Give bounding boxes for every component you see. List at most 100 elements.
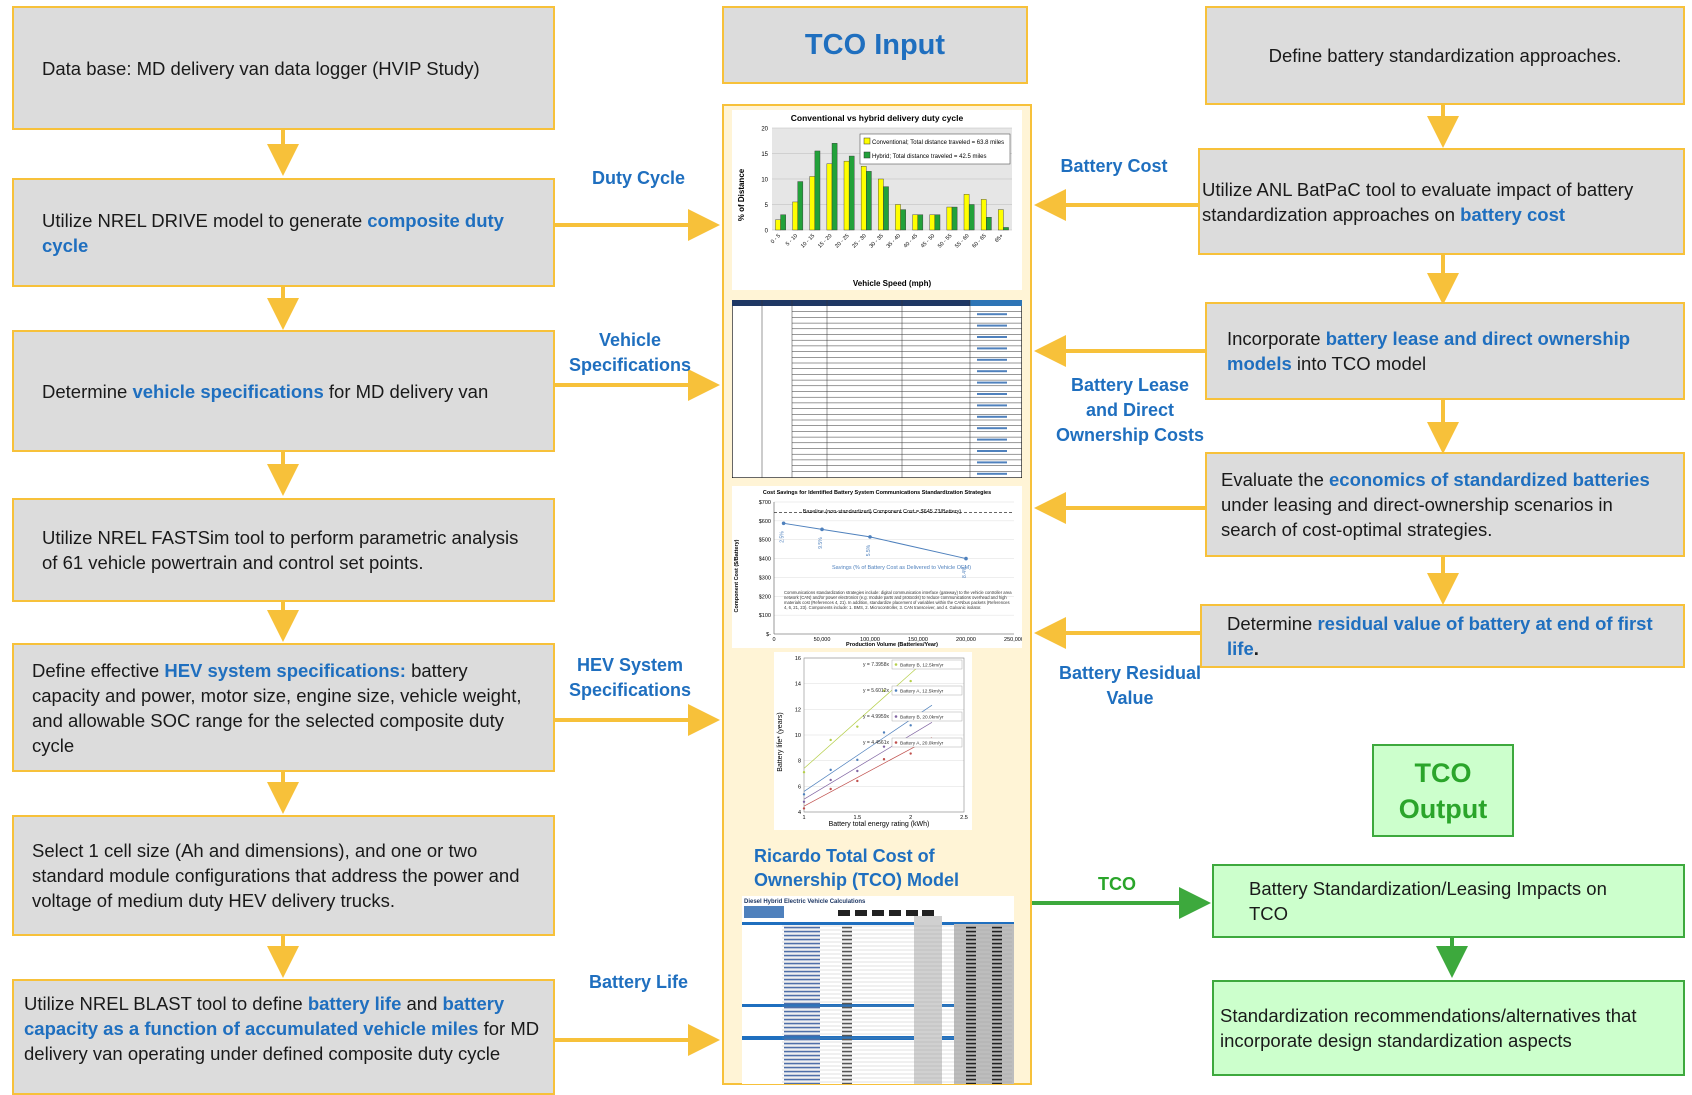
sheet-cell bbox=[842, 970, 852, 973]
plot-frame bbox=[803, 657, 965, 813]
sheet-cell bbox=[784, 966, 820, 969]
sheet-cell bbox=[992, 1006, 1002, 1009]
tco-input-title: TCO Input bbox=[804, 28, 946, 61]
point-label: 5.5% bbox=[866, 544, 872, 556]
output-text: Battery Standardization/Leasing Impacts … bbox=[1249, 878, 1607, 924]
sheet-cell bbox=[992, 1054, 1002, 1057]
sheet-cell bbox=[992, 950, 1002, 953]
label-duty-cycle: Duty Cycle bbox=[591, 168, 686, 188]
sheet-cell bbox=[966, 1018, 976, 1021]
sheet-cell bbox=[992, 1046, 1002, 1049]
sheet-cell bbox=[784, 1062, 820, 1065]
sheet-cell bbox=[992, 926, 1002, 929]
sheet-cell bbox=[966, 978, 976, 981]
sheet-cell bbox=[992, 1018, 1002, 1021]
sheet-cell bbox=[966, 1054, 976, 1057]
x-tick-label: 50 - 55 bbox=[937, 233, 953, 249]
sheet-cell bbox=[992, 1062, 1002, 1065]
sheet-cell bbox=[992, 1022, 1002, 1025]
sheet-cell bbox=[842, 946, 852, 949]
data-point bbox=[829, 778, 832, 782]
sheet-cell bbox=[966, 946, 976, 949]
sheet-cell bbox=[784, 986, 820, 989]
y-tick-label: $600 bbox=[759, 519, 771, 525]
step-cell-size: Select 1 cell size (Ah and dimensions), … bbox=[12, 815, 555, 936]
x-tick-label: 0 bbox=[772, 637, 775, 643]
sheet-cell bbox=[842, 994, 852, 997]
label-battery-cost: Battery Cost bbox=[1060, 156, 1168, 176]
sheet-cell bbox=[966, 970, 976, 973]
data-point bbox=[829, 738, 832, 742]
bar bbox=[1003, 227, 1009, 231]
bar bbox=[951, 206, 958, 231]
sheet-cell bbox=[966, 1002, 976, 1005]
sheet-cell bbox=[966, 1058, 976, 1061]
tco-model-title: Ricardo Total Cost of Ownership (TCO) Mo… bbox=[754, 846, 959, 890]
x-tick-label: 1 bbox=[802, 815, 805, 821]
bar bbox=[929, 214, 936, 231]
sheet-cell bbox=[784, 994, 820, 997]
sheet-cell bbox=[784, 1066, 820, 1069]
sheet-cell bbox=[784, 1078, 820, 1081]
y-tick-label: $- bbox=[766, 632, 771, 638]
sheet-cell bbox=[842, 942, 852, 945]
sheet-cell bbox=[842, 1078, 852, 1081]
x-tick-label: 2.5 bbox=[960, 815, 968, 821]
sheet-cell bbox=[784, 1006, 820, 1009]
step-text: Incorporate battery lease and direct own… bbox=[1227, 328, 1631, 374]
x-tick-label: 35 - 40 bbox=[886, 233, 902, 249]
data-point bbox=[856, 779, 859, 783]
sheet-cell bbox=[992, 1050, 1002, 1053]
sheet-cell bbox=[784, 1058, 820, 1061]
sheet-cell bbox=[784, 1074, 820, 1077]
sheet-cell bbox=[784, 1010, 820, 1013]
legend-hybrid: Hybrid; Total distance traveled = 42.5 m… bbox=[872, 154, 986, 160]
sheet-header-band bbox=[742, 922, 1014, 925]
sheet-cell bbox=[842, 1038, 852, 1041]
sheet-cell bbox=[966, 966, 976, 969]
sheet-cell bbox=[784, 954, 820, 957]
step-lease-model: Incorporate battery lease and direct own… bbox=[1205, 302, 1685, 400]
trend-line bbox=[803, 721, 933, 800]
trend-line bbox=[803, 664, 922, 769]
sheet-cell bbox=[784, 942, 820, 945]
sheet-cell bbox=[966, 954, 976, 957]
sheet-cell bbox=[966, 1030, 976, 1033]
sheet-cell bbox=[966, 1010, 976, 1013]
sheet-cell bbox=[966, 1062, 976, 1065]
step-text: Define effective HEV system specificatio… bbox=[32, 659, 522, 756]
x-tick-label: 60 - 65 bbox=[971, 233, 987, 249]
duty-cycle-chart-svg: Conventional vs hybrid delivery duty cyc… bbox=[737, 113, 1012, 288]
truck-icon bbox=[889, 910, 901, 916]
sheet-cell bbox=[966, 1066, 976, 1069]
sheet-cell bbox=[842, 1058, 852, 1061]
sheet-cell bbox=[784, 970, 820, 973]
label-tco: TCO bbox=[1098, 874, 1136, 894]
savings-annotation: Savings (% of Battery Cost as Delivered … bbox=[832, 565, 971, 571]
sheet-cell bbox=[966, 994, 976, 997]
data-point bbox=[882, 731, 886, 734]
bar bbox=[814, 150, 821, 231]
step-text: Utilize ANL BatPaC tool to evaluate impa… bbox=[1202, 178, 1634, 225]
sheet-cell bbox=[966, 1034, 976, 1037]
sheet-cell bbox=[992, 954, 1002, 957]
y-tick-label: 6 bbox=[798, 784, 801, 790]
sheet-cell bbox=[784, 982, 820, 985]
sheet-cell bbox=[784, 1046, 820, 1049]
step-text: Define battery standardization approache… bbox=[1268, 45, 1622, 66]
battery-life-chart-svg: Battery life* (years) Battery total ener… bbox=[777, 656, 968, 828]
y-tick-label: $300 bbox=[759, 575, 771, 581]
sheet-cell bbox=[784, 990, 820, 993]
vehicle-spec-table-svg bbox=[731, 299, 1023, 479]
sheet-cell bbox=[784, 958, 820, 961]
sheet-cell bbox=[992, 930, 1002, 933]
x-tick-label: 0 - 5 bbox=[770, 233, 782, 245]
tco-output-header: TCO Output bbox=[1372, 744, 1514, 837]
y-tick-label: 10 bbox=[795, 733, 801, 739]
sheet-cell bbox=[966, 1074, 976, 1077]
bar bbox=[860, 166, 867, 231]
sheet-cell bbox=[966, 938, 976, 941]
step-residual-value: Determine residual value of battery at e… bbox=[1200, 604, 1685, 668]
bar bbox=[792, 201, 798, 231]
legend-box bbox=[891, 659, 963, 670]
